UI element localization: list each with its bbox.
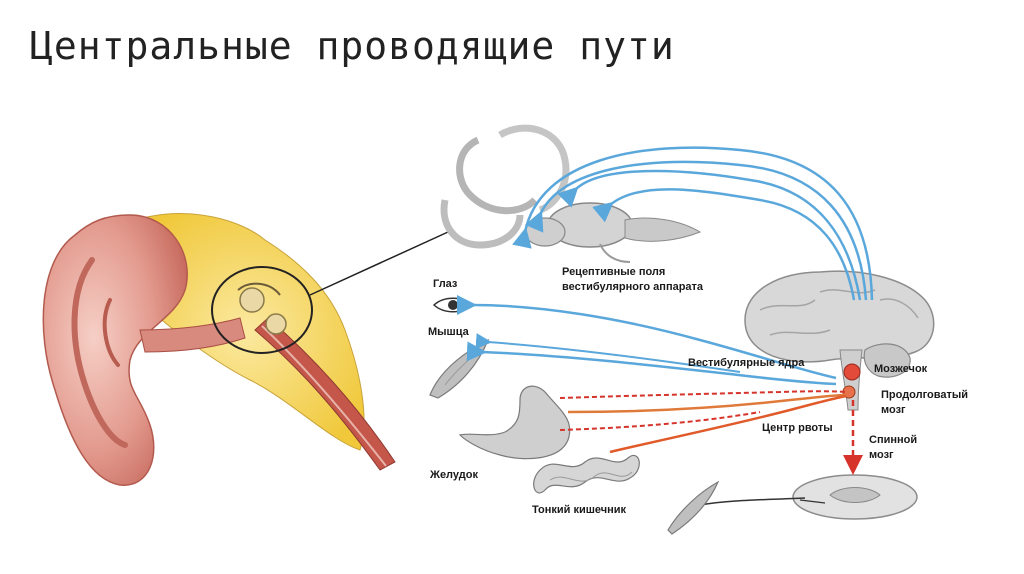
muscle-illustration [430, 340, 488, 398]
small-intestine-illustration [534, 455, 640, 492]
label-stomach: Желудок [429, 469, 478, 481]
stomach-illustration [460, 386, 570, 458]
eye-illustration [434, 298, 472, 312]
label-receptive-fields-line1: Рецептивные поля [562, 266, 665, 278]
label-medulla-line2: мозг [881, 404, 906, 416]
label-receptive-fields-line2: вестибулярного аппарата [562, 281, 704, 293]
label-vestibular-nuclei: Вестибулярные ядра [688, 357, 805, 369]
label-vomiting-center: Центр рвоты [762, 422, 833, 434]
spinal-cord-section-illustration [668, 475, 917, 534]
label-muscle: Мышца [428, 326, 470, 338]
label-spinal-cord-line1: Спинной [869, 434, 917, 446]
label-spinal-cord-line2: мозг [869, 449, 894, 461]
label-small-intestine: Тонкий кишечник [532, 504, 627, 516]
label-medulla-line1: Продолговатый [881, 389, 968, 401]
label-eye: Глаз [433, 278, 458, 290]
ear-cross-section-illustration [43, 214, 448, 486]
label-cerebellum: Мозжечок [874, 363, 928, 375]
